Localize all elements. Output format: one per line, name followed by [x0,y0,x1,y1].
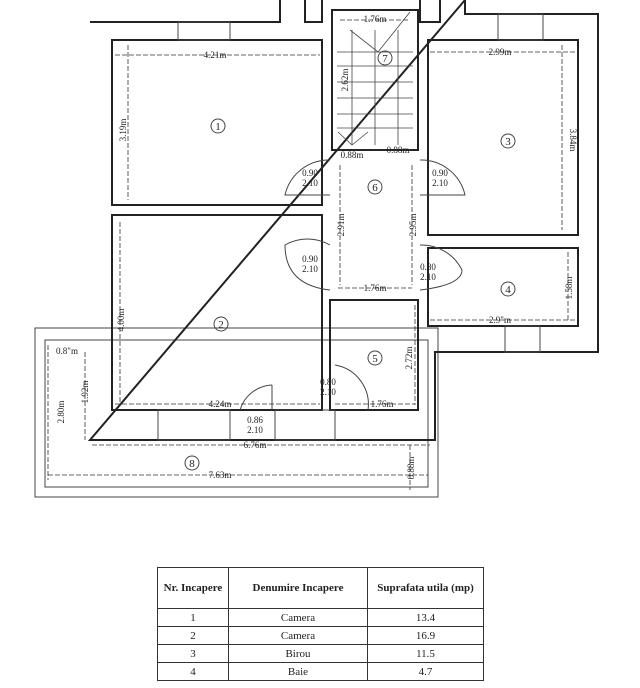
staircase [337,11,413,146]
room-number: 2 [218,319,224,331]
cell-name: Camera [228,608,368,627]
window [274,409,336,441]
room-number: 7 [382,53,388,65]
cell-area: 11.5 [367,644,484,663]
window [157,409,231,441]
door-width: 0.80 [320,377,336,387]
door-height: 2.10 [302,264,318,274]
door-swings [239,159,466,411]
dimension: 1.58m [564,277,574,300]
dimension: 2.62m [340,69,350,92]
dimension: 0.88m [341,150,364,160]
window [497,13,544,41]
window [504,325,541,353]
door-height: 2.10 [302,178,318,188]
room-4-walls [427,247,579,327]
cell-area: 13.4 [367,608,484,627]
dimension: 1.76m [364,283,387,293]
dimension: 2.80m [56,401,66,424]
door-width: 0.90 [432,168,448,178]
door-width: 0.90 [302,168,318,178]
dimension: 6.76m [244,440,267,450]
room-number: 6 [372,182,378,194]
dimension: 1.92m [80,381,90,404]
dimension: 2.99m [489,47,512,57]
cell-area: 4.7 [367,662,484,681]
door-height: 2.10 [432,178,448,188]
dimension: 2.72m [404,347,414,370]
dimension: 2.9"m [489,315,511,325]
cell-name: Camera [228,626,368,645]
cell-number: 1 [157,608,229,627]
dimension: 4.24m [209,399,232,409]
terrace-outline [34,327,439,498]
room-labels: 1 2 3 4 5 6 7 8 [184,50,516,471]
room-5-walls [329,299,419,411]
cell-number: 2 [157,626,229,645]
door-height: 2.10 [247,425,263,435]
dimension: 2.91m [336,214,346,237]
dimension: 7.63m [209,470,232,480]
door-width: 0.80 [420,262,436,272]
terrace-inner [44,339,429,488]
dimension: 2.95m [408,214,418,237]
dimension: 0.88m [387,145,410,155]
room-3-walls [427,39,579,236]
dimension-lines [47,19,575,490]
room-area-table: Nr. Incapere Denumire Incapere Suprafata… [157,567,484,681]
cell-name: Birou [228,644,368,663]
door-labels: 0.902.10 0.902.10 0.902.10 0.802.10 0.80… [247,168,448,435]
dimension: 3.84m [568,129,578,152]
room-number: 5 [372,353,378,365]
dimension: 3.19m [118,119,128,142]
header-room-name: Denumire Incapere [228,567,368,609]
room-number: 1 [215,121,221,133]
header-room-number: Nr. Incapere [157,567,229,609]
dimension: 0.88m [406,457,416,480]
cell-area: 16.9 [367,626,484,645]
cell-number: 3 [157,644,229,663]
room-number: 4 [505,284,511,296]
dimension: 1.76m [371,399,394,409]
room-number: 3 [505,136,511,148]
dimension: 0.8"m [56,346,78,356]
door-height: 2.10 [420,272,436,282]
dimension: 4.00m [116,309,126,332]
room-number: 8 [189,458,195,470]
cell-name: Baie [228,662,368,681]
room-2-walls [111,214,323,411]
window [177,21,231,41]
door-height: 2.10 [320,387,336,397]
cell-number: 4 [157,662,229,681]
door-width: 0.86 [247,415,263,425]
dimension: 1.76m [364,14,387,24]
header-area: Suprafata utila (mp) [367,567,484,609]
dimension: 4.21m [204,50,227,60]
floor-plan: 1 2 3 4 5 6 7 8 4.21m 3.19m 1.76m 2.62m … [34,0,599,498]
table-header: Nr. Incapere Denumire Incapere Suprafata… [157,567,484,609]
door-width: 0.90 [302,254,318,264]
exterior-wall [87,0,599,441]
dimension-labels: 4.21m 3.19m 1.76m 2.62m 0.88m 0.88m 2.99… [56,14,578,480]
